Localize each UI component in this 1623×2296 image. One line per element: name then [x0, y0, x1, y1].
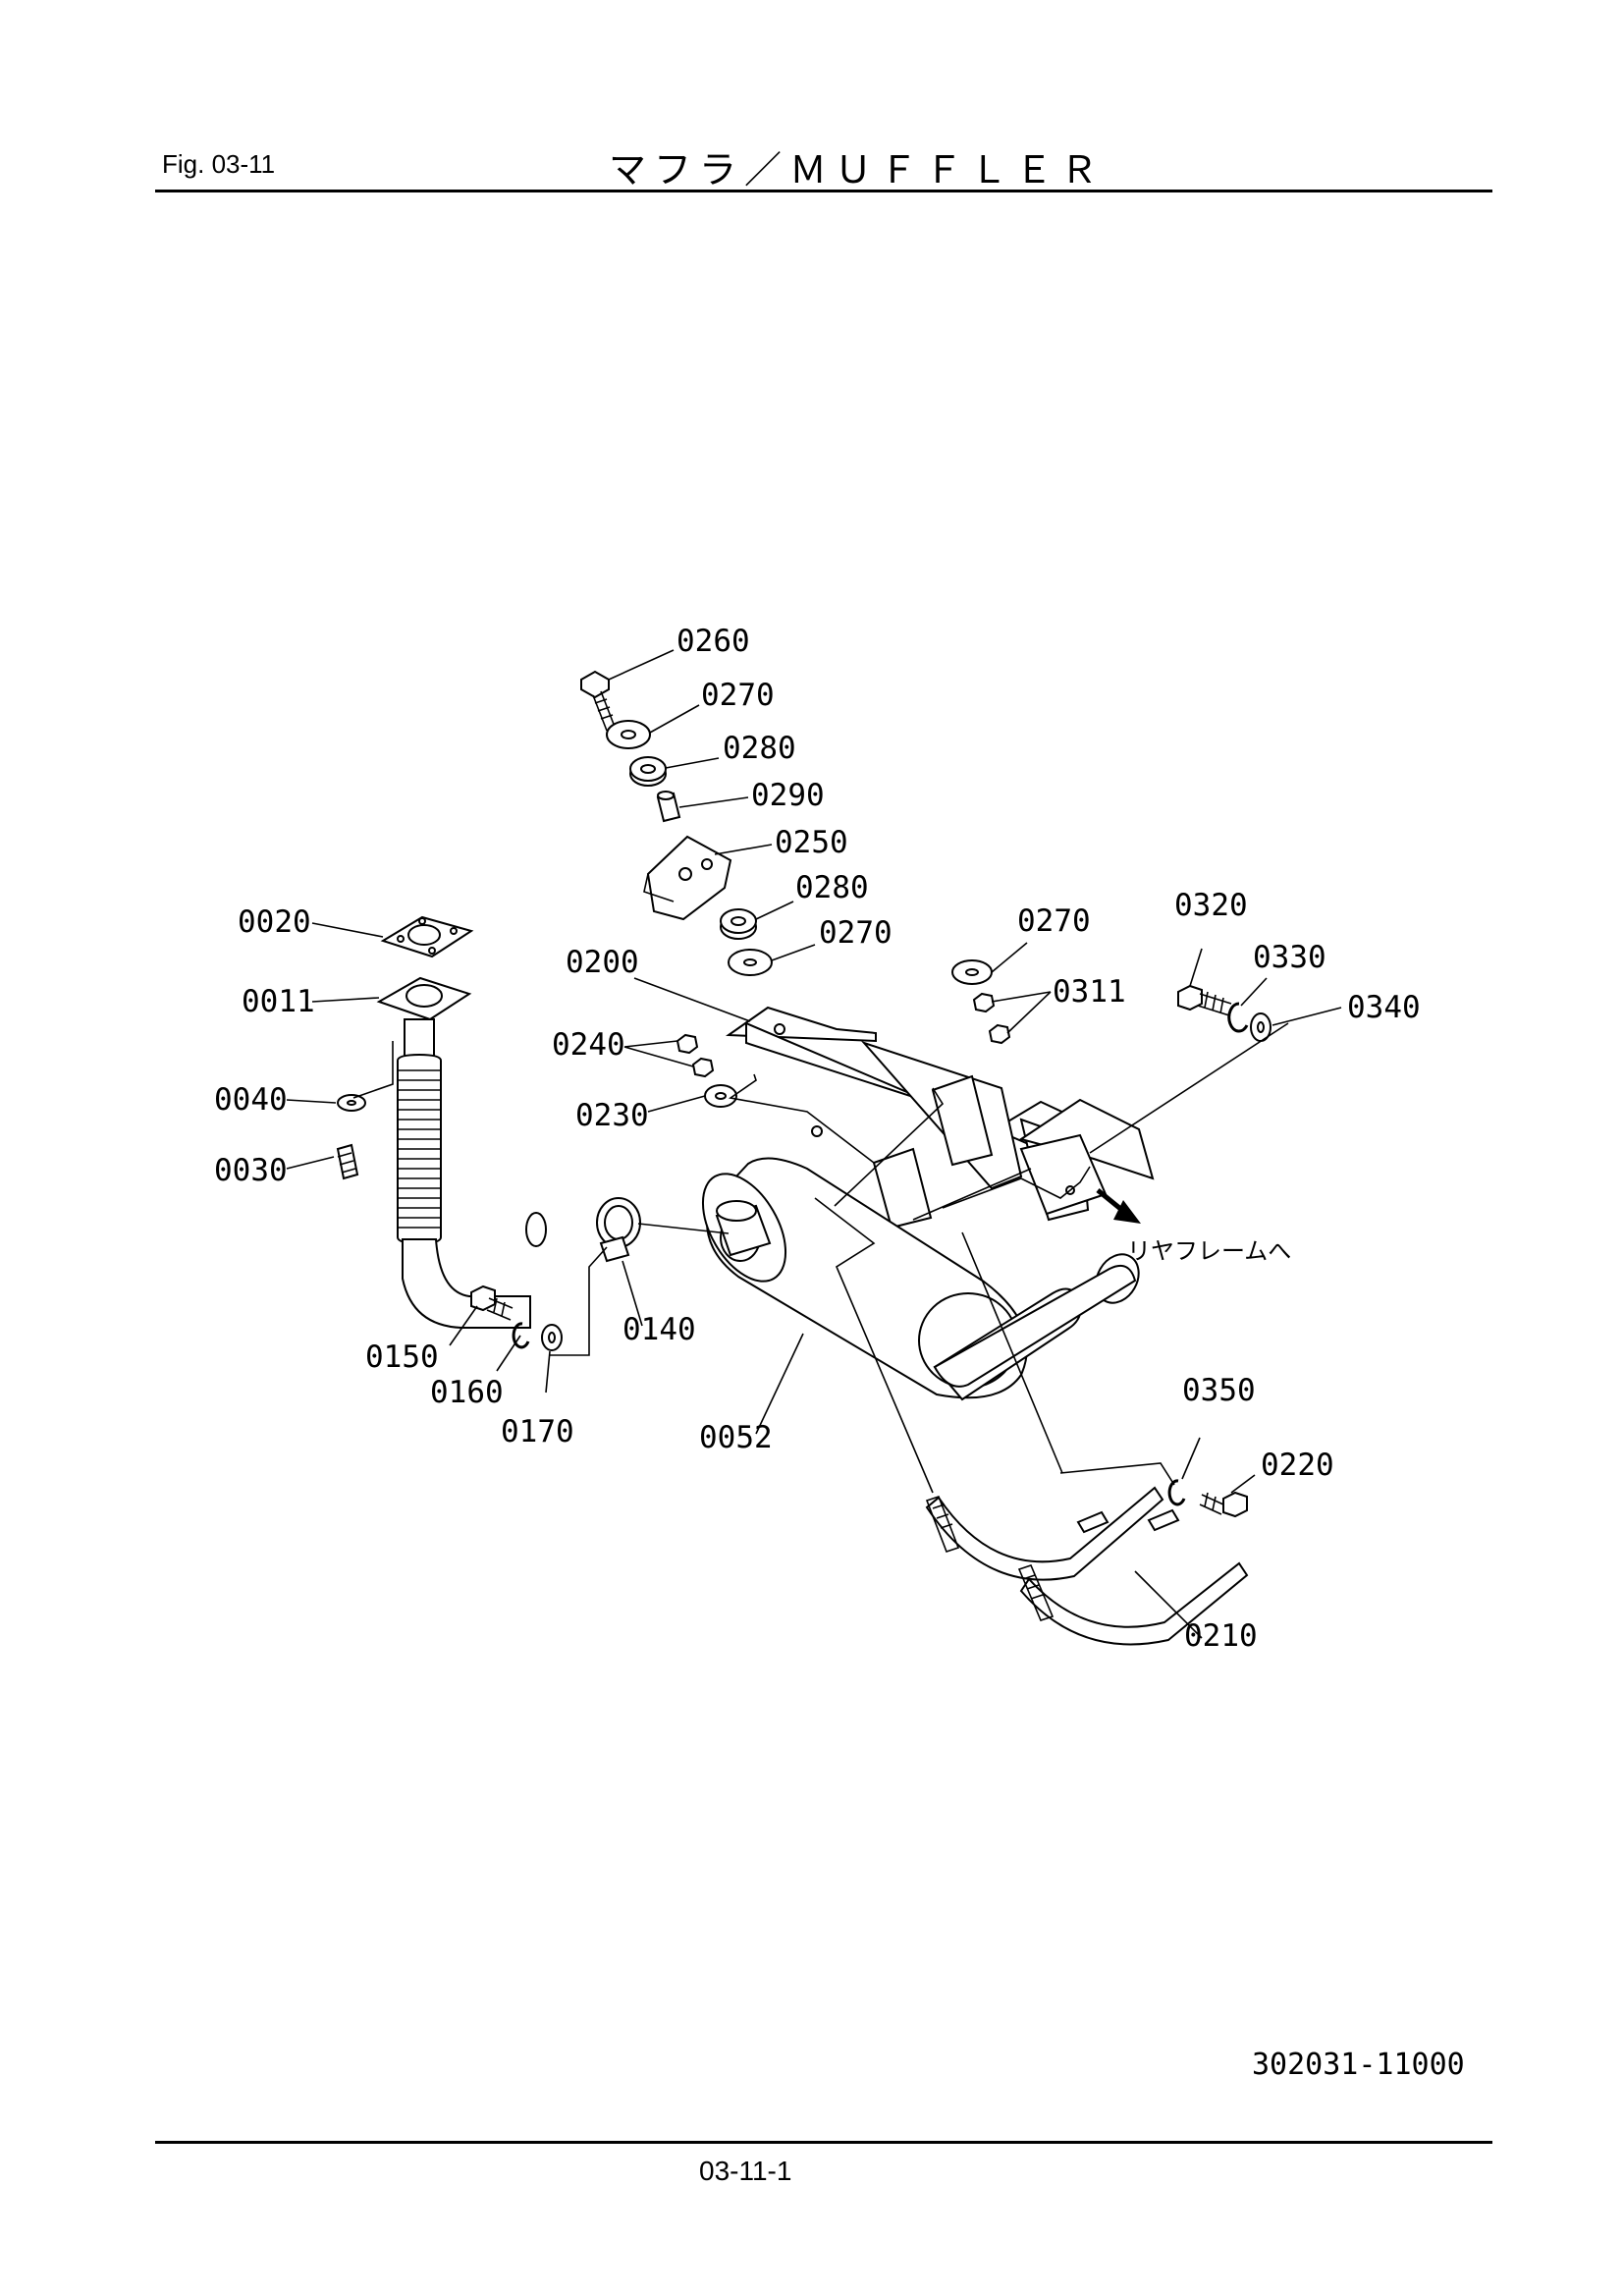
page-title: マフラ／ＭＵＦＦＬＥＲ [609, 148, 1107, 191]
collar-0290 [656, 791, 681, 823]
label-0250: 0250 [775, 825, 848, 860]
washer-0040 [337, 1094, 366, 1112]
label-0311: 0311 [1053, 974, 1126, 1010]
bolt-0260 [580, 670, 616, 732]
label-0170: 0170 [501, 1414, 574, 1449]
washer-0230 [704, 1084, 737, 1108]
washer-0270-top [606, 720, 651, 749]
nut-0240 [676, 1033, 715, 1078]
label-0040: 0040 [214, 1082, 288, 1118]
direction-arrow-icon [1096, 1188, 1141, 1224]
lockwasher-0350 [1167, 1479, 1186, 1506]
footer-rule [155, 2141, 1492, 2144]
label-0270: 0270 [701, 678, 775, 713]
label-0350: 0350 [1182, 1373, 1256, 1408]
label-0280: 0280 [795, 870, 869, 905]
lockwasher-0330 [1227, 1002, 1249, 1033]
washer-0270-right [951, 959, 993, 985]
label-0260: 0260 [676, 624, 750, 659]
page-number: 03-11-1 [699, 2156, 792, 2186]
label-0340: 0340 [1347, 990, 1421, 1025]
label-0240: 0240 [552, 1027, 625, 1063]
gasket-0020 [380, 915, 474, 958]
label-0160: 0160 [430, 1375, 504, 1410]
label-0320: 0320 [1174, 888, 1248, 923]
label-0200: 0200 [566, 945, 639, 980]
label-0011: 0011 [242, 984, 315, 1019]
cushion-0280-mid [720, 908, 757, 940]
label-0290: 0290 [751, 778, 825, 813]
bolt-0220 [1199, 1491, 1248, 1518]
label-0280: 0280 [723, 731, 796, 766]
label-0330: 0330 [1253, 940, 1326, 975]
nut-0311 [972, 992, 1011, 1045]
label-0020: 0020 [238, 904, 311, 940]
clamp-0140 [596, 1197, 641, 1263]
lockwasher-0160 [512, 1322, 530, 1349]
label-0230: 0230 [575, 1098, 649, 1133]
bracket-0250 [643, 835, 732, 921]
figure-number: Fig. 03-11 [162, 149, 276, 179]
direction-note: リヤフレームへ [1127, 1237, 1291, 1265]
label-0270: 0270 [1017, 903, 1091, 939]
cushion-0280-top [629, 756, 667, 787]
washer-0170 [541, 1324, 563, 1351]
header-rule [155, 190, 1492, 192]
label-0052: 0052 [699, 1420, 773, 1455]
bolt-0320 [1177, 984, 1232, 1016]
label-0150: 0150 [365, 1339, 439, 1375]
muffler-bracket-0200 [725, 1006, 1155, 1230]
label-0140: 0140 [622, 1312, 696, 1347]
bolt-0030 [336, 1143, 359, 1180]
label-0030: 0030 [214, 1153, 288, 1188]
part-labels: 0260 0270 0280 0290 0250 0280 0270 0270 … [214, 624, 1421, 1654]
bolt-0150 [470, 1285, 514, 1321]
band-0210 [925, 1486, 1249, 1646]
washer-0340 [1250, 1012, 1271, 1042]
label-0270: 0270 [819, 915, 893, 951]
label-0220: 0220 [1261, 1448, 1334, 1483]
leader-lines [286, 649, 1342, 1639]
label-0210: 0210 [1184, 1618, 1258, 1654]
exhaust-pipe-0011 [376, 976, 547, 1329]
muffler-body-0052 [701, 1157, 1140, 1401]
washer-0270-mid [728, 949, 773, 976]
document-number: 302031-11000 [1252, 2048, 1465, 2082]
